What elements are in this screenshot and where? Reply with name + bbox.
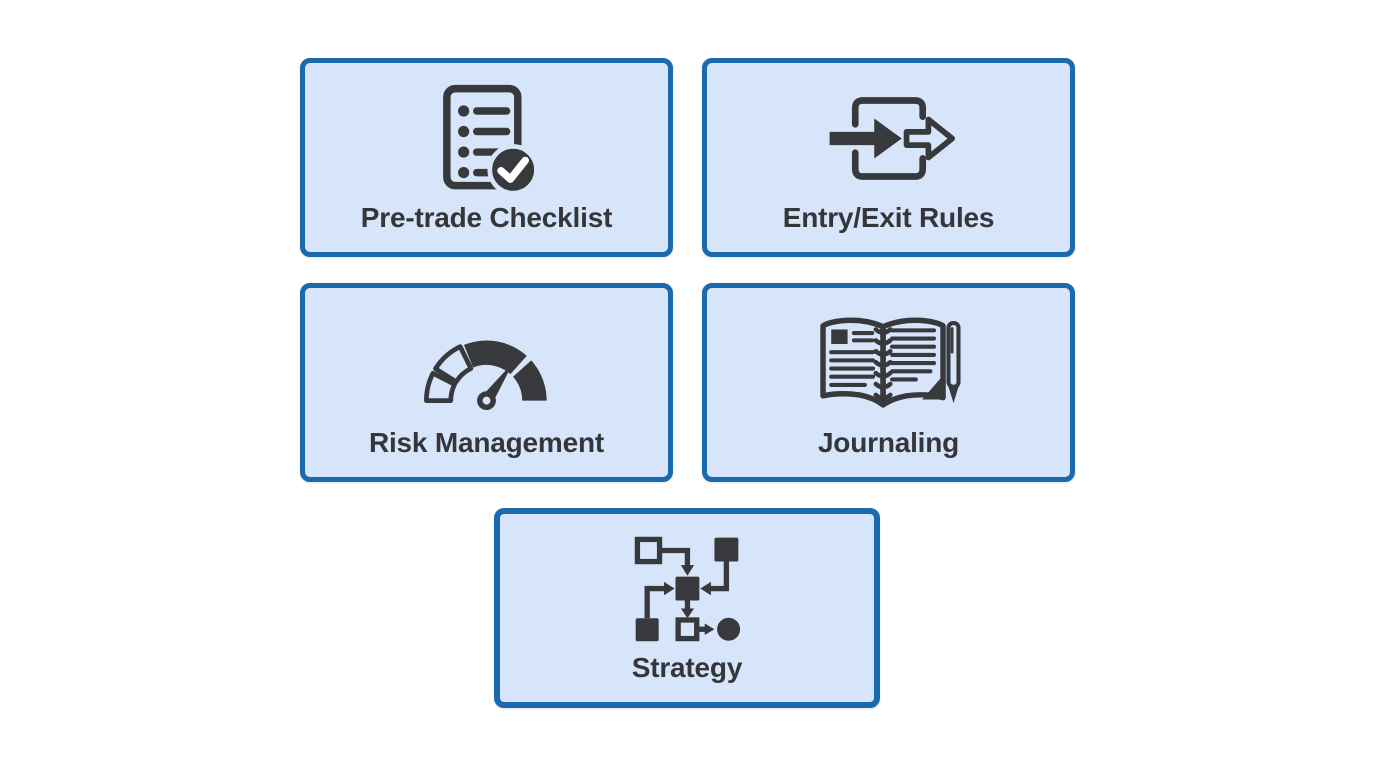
entry-exit-arrows-icon <box>707 63 1070 202</box>
card-label: Strategy <box>631 652 743 683</box>
gauge-icon <box>305 288 668 427</box>
card-pre-trade-checklist: Pre-trade Checklist <box>300 58 673 257</box>
card-journaling: Journaling <box>702 283 1075 482</box>
flowchart-icon <box>500 514 874 652</box>
card-strategy: Strategy <box>494 508 880 708</box>
card-risk-management: Risk Management <box>300 283 673 482</box>
card-label: Journaling <box>817 427 960 458</box>
checklist-icon <box>305 63 668 202</box>
card-label: Risk Management <box>368 427 605 458</box>
card-label: Pre-trade Checklist <box>360 202 613 233</box>
card-entry-exit-rules: Entry/Exit Rules <box>702 58 1075 257</box>
card-label: Entry/Exit Rules <box>782 202 995 233</box>
journal-pen-icon <box>707 288 1070 427</box>
